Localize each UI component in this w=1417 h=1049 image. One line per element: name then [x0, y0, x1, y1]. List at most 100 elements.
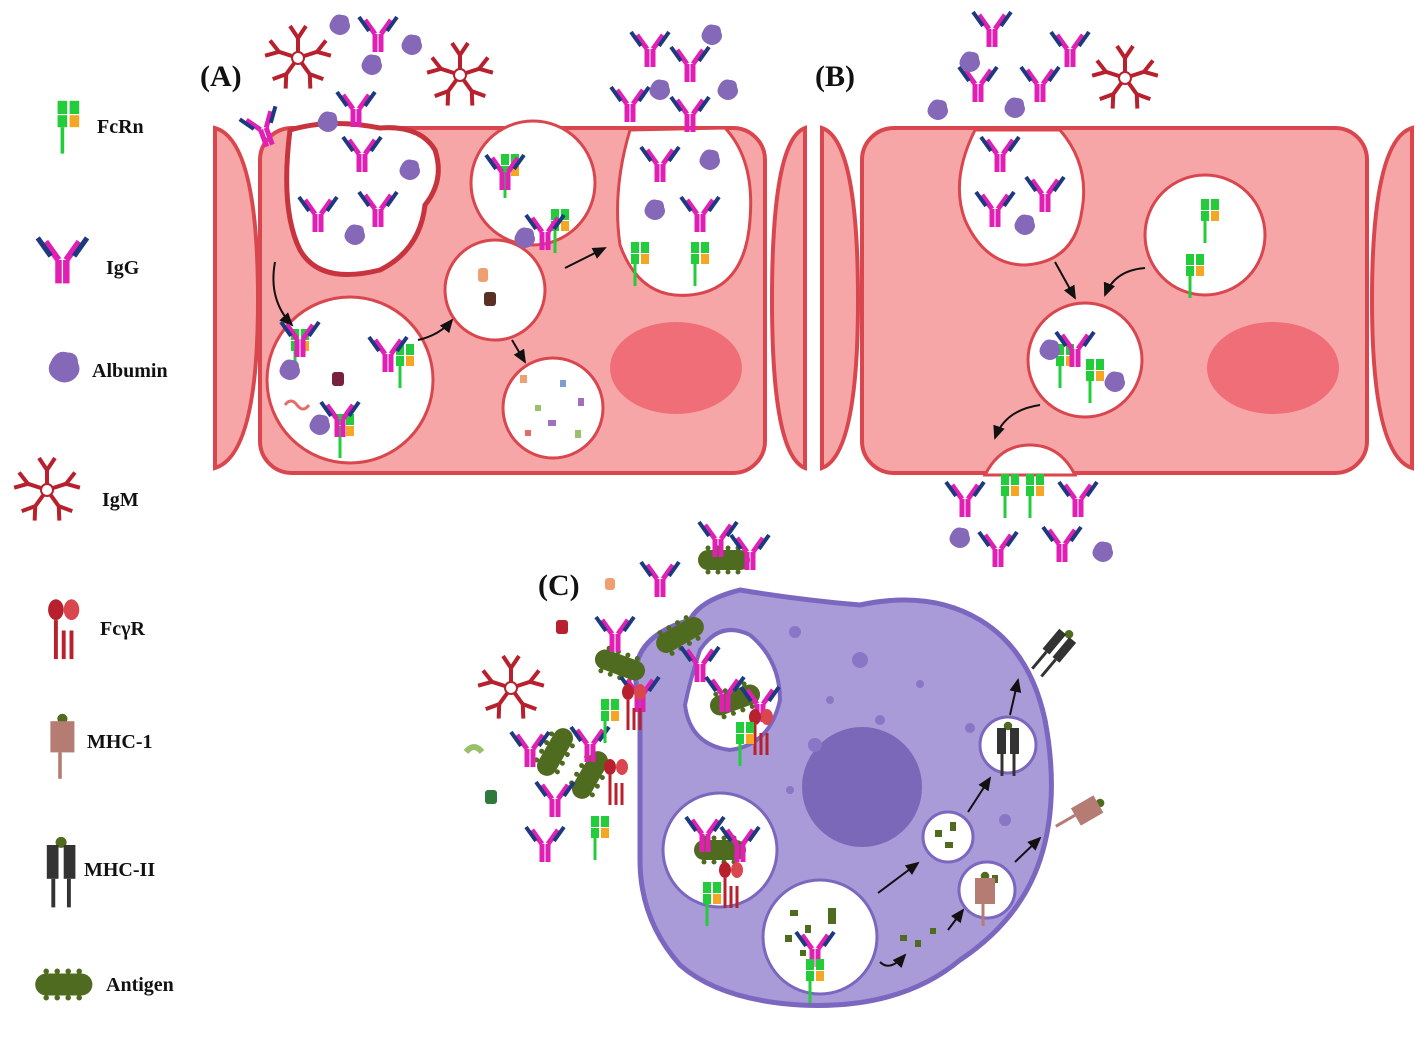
igg-molecule: [596, 617, 634, 652]
protein-fragment: [463, 744, 485, 755]
albumin-molecule: [1004, 97, 1025, 118]
arrow-c-4: [967, 776, 992, 813]
panel-label-c: (C): [538, 569, 580, 602]
arrow-b-3: [993, 404, 1041, 440]
antigen-vesicle: [921, 810, 975, 864]
protein-fragment: [556, 620, 568, 634]
arrow-c-6: [1009, 678, 1022, 716]
igg-icon: [38, 238, 87, 284]
igg-molecule: [631, 32, 669, 67]
legend-item-albumin: Albumin: [48, 351, 168, 383]
arrow-a-4: [511, 339, 527, 364]
igg-molecule: [526, 827, 564, 862]
transcytosis-release-b: [982, 443, 1078, 477]
albumin-molecule: [1092, 541, 1113, 562]
arrow-c-3: [947, 908, 965, 931]
protein-fragment: [332, 372, 344, 386]
antigen: [564, 745, 616, 805]
arrow-a-3: [564, 247, 607, 269]
arrow-c-2: [879, 953, 907, 968]
legend-item-fcrn: FcRn: [55, 99, 144, 156]
macrophage-nucleus: [802, 727, 922, 847]
albumin-icon: [48, 351, 80, 383]
albumin-molecule: [317, 111, 338, 132]
legend-label-igm: IgM: [102, 489, 139, 511]
neighbor-cell-left-a: [213, 125, 261, 471]
legend-label-antigen: Antigen: [106, 974, 174, 996]
legend-label-fcrn: FcRn: [97, 116, 144, 138]
arrow-a-1: [272, 261, 294, 327]
legend-label-igg: IgG: [106, 257, 140, 279]
igm-icon: [12, 456, 82, 523]
mhc1-surface-molecule: [1050, 790, 1111, 839]
albumin-molecule: [959, 51, 980, 72]
nucleus-a: [610, 322, 742, 414]
legend-label-albumin: Albumin: [92, 360, 168, 382]
fcrn-icon: [55, 99, 82, 156]
panel-label-b: (B): [815, 60, 855, 93]
phagolysosome: [761, 878, 879, 996]
legend-item-mhc2: MHC-II: [44, 833, 155, 910]
igg-molecule: [959, 67, 997, 102]
igg-molecule: [671, 47, 709, 82]
panel-a: (A): [200, 14, 807, 475]
neighbor-cell-right-a: [769, 125, 807, 471]
fcrn-receptor: [589, 814, 611, 862]
igg-molecule: [359, 17, 397, 52]
panel-b: (B): [815, 12, 1414, 567]
neighbor-cell-right-b: [1369, 125, 1414, 471]
legend-item-antigen: Antigen: [35, 968, 174, 1001]
legend-label-fcgr: FcγR: [100, 618, 145, 640]
arrow-b-2: [1103, 267, 1146, 297]
igg-molecule: [973, 12, 1011, 47]
igm-molecule: [1090, 44, 1160, 111]
lysosome: [501, 356, 605, 460]
igm-molecule: [263, 24, 333, 91]
panel-c: (C): [463, 522, 1111, 1008]
mhc1-icon: [48, 711, 77, 781]
legend-item-mhc1: MHC-1: [48, 711, 153, 781]
arrow-c-5: [1014, 836, 1042, 863]
albumin-molecule: [927, 99, 948, 120]
protein-fragment: [484, 292, 496, 306]
igg-molecule: [946, 482, 984, 517]
mhc2-surface-molecule: [1026, 621, 1083, 682]
albumin-molecule: [329, 14, 350, 35]
pinocytic-vesicle-b: [957, 128, 1086, 267]
igg-molecule: [641, 562, 679, 597]
albumin-molecule: [649, 79, 670, 100]
igg-molecule: [611, 87, 649, 122]
legend: FcRn IgG Albumin IgM FcγR MHC-1 MHC-II: [12, 99, 174, 1001]
legend-label-mhc1: MHC-1: [87, 731, 153, 753]
albumin-molecule: [701, 24, 722, 45]
antigen: [698, 545, 750, 575]
protein-fragment: [485, 790, 497, 804]
igg-molecule: [1059, 482, 1097, 517]
sorting-vesicle-b: [1026, 301, 1144, 419]
fcrn-receptor: [1024, 472, 1046, 520]
albumin-molecule: [361, 54, 382, 75]
fcrn-receptor: [999, 472, 1021, 520]
degraded-fragments: [520, 375, 584, 438]
mhc2-loading-vesicle: [978, 715, 1038, 775]
igm-molecule: [476, 654, 546, 721]
mhc2-icon: [44, 833, 78, 910]
albumin-molecule: [401, 34, 422, 55]
igm-molecule: [425, 41, 495, 108]
igg-molecule: [1051, 32, 1089, 67]
arrow-b-1: [1054, 261, 1076, 300]
arrow-a-2: [417, 318, 454, 341]
neighbor-cell-left-b: [820, 125, 861, 471]
arrow-c-1: [877, 861, 920, 894]
legend-item-igg: IgG: [38, 238, 140, 284]
igg-molecule: [1021, 67, 1059, 102]
sorting-endosome-lower: [443, 238, 547, 342]
igg-molecule: [979, 532, 1017, 567]
fcrn-receptor: [599, 697, 621, 745]
early-endosome: [265, 295, 435, 465]
albumin-molecule: [717, 79, 738, 100]
antigen-icon: [35, 968, 93, 1001]
exocytic-vesicle: [616, 126, 753, 297]
macrophage-granules: [786, 626, 1011, 826]
fcgr-icon: [46, 597, 82, 662]
